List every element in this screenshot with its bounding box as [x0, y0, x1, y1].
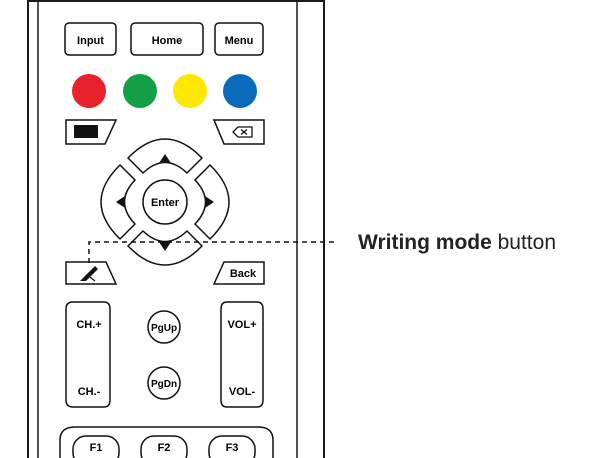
f3-button[interactable]: F3 [208, 435, 256, 458]
back-button[interactable]: Back [212, 261, 265, 285]
home-label: Home [152, 35, 183, 47]
ch-down-label: CH.- [78, 386, 101, 398]
callout-leader-line [88, 241, 338, 263]
callout-bold: Writing mode [358, 231, 492, 254]
backspace-icon [232, 126, 253, 138]
back-label: Back [230, 268, 257, 280]
f2-label: F2 [158, 442, 171, 454]
home-button[interactable]: Home [130, 22, 204, 56]
pgup-button[interactable]: PgUp [147, 310, 181, 344]
left-arrow-icon [116, 196, 125, 208]
pgdn-label: PgDn [151, 379, 177, 390]
vol-down-label: VOL- [229, 386, 256, 398]
dpad-right-button[interactable] [193, 163, 230, 241]
dpad-down-button[interactable] [126, 229, 204, 266]
volume-rocker[interactable]: VOL+ VOL- [220, 301, 264, 408]
up-arrow-icon [159, 154, 171, 163]
callout-label: Writing mode button [358, 231, 556, 254]
blue-key[interactable] [223, 74, 257, 108]
dpad-left-button[interactable] [100, 163, 137, 241]
vol-up-label: VOL+ [227, 319, 256, 331]
menu-label: Menu [225, 35, 254, 47]
green-key[interactable] [123, 74, 157, 108]
f1-label: F1 [90, 442, 103, 454]
dpad-up-button[interactable] [126, 138, 204, 175]
f3-label: F3 [226, 442, 239, 454]
pgdn-button[interactable]: PgDn [147, 366, 181, 400]
yellow-key[interactable] [173, 74, 207, 108]
enter-label: Enter [151, 197, 180, 209]
enter-button[interactable]: Enter [142, 179, 188, 225]
backspace-button[interactable] [212, 119, 265, 145]
channel-rocker[interactable]: CH.+ CH.- [65, 301, 111, 408]
red-key[interactable] [72, 74, 106, 108]
input-button[interactable]: Input [64, 22, 117, 56]
f1-button[interactable]: F1 [72, 435, 120, 458]
ch-up-label: CH.+ [76, 319, 101, 331]
f2-button[interactable]: F2 [140, 435, 188, 458]
screen-icon [74, 125, 98, 138]
function-row-frame [59, 426, 274, 458]
right-arrow-icon [205, 196, 214, 208]
pen-icon [80, 266, 98, 282]
menu-button[interactable]: Menu [214, 22, 264, 56]
input-label: Input [77, 35, 104, 47]
screen-button[interactable] [65, 119, 118, 145]
callout-rest: button [492, 231, 556, 254]
down-arrow-icon [159, 242, 171, 251]
pgup-label: PgUp [151, 323, 177, 334]
writing-mode-button[interactable] [65, 261, 118, 285]
